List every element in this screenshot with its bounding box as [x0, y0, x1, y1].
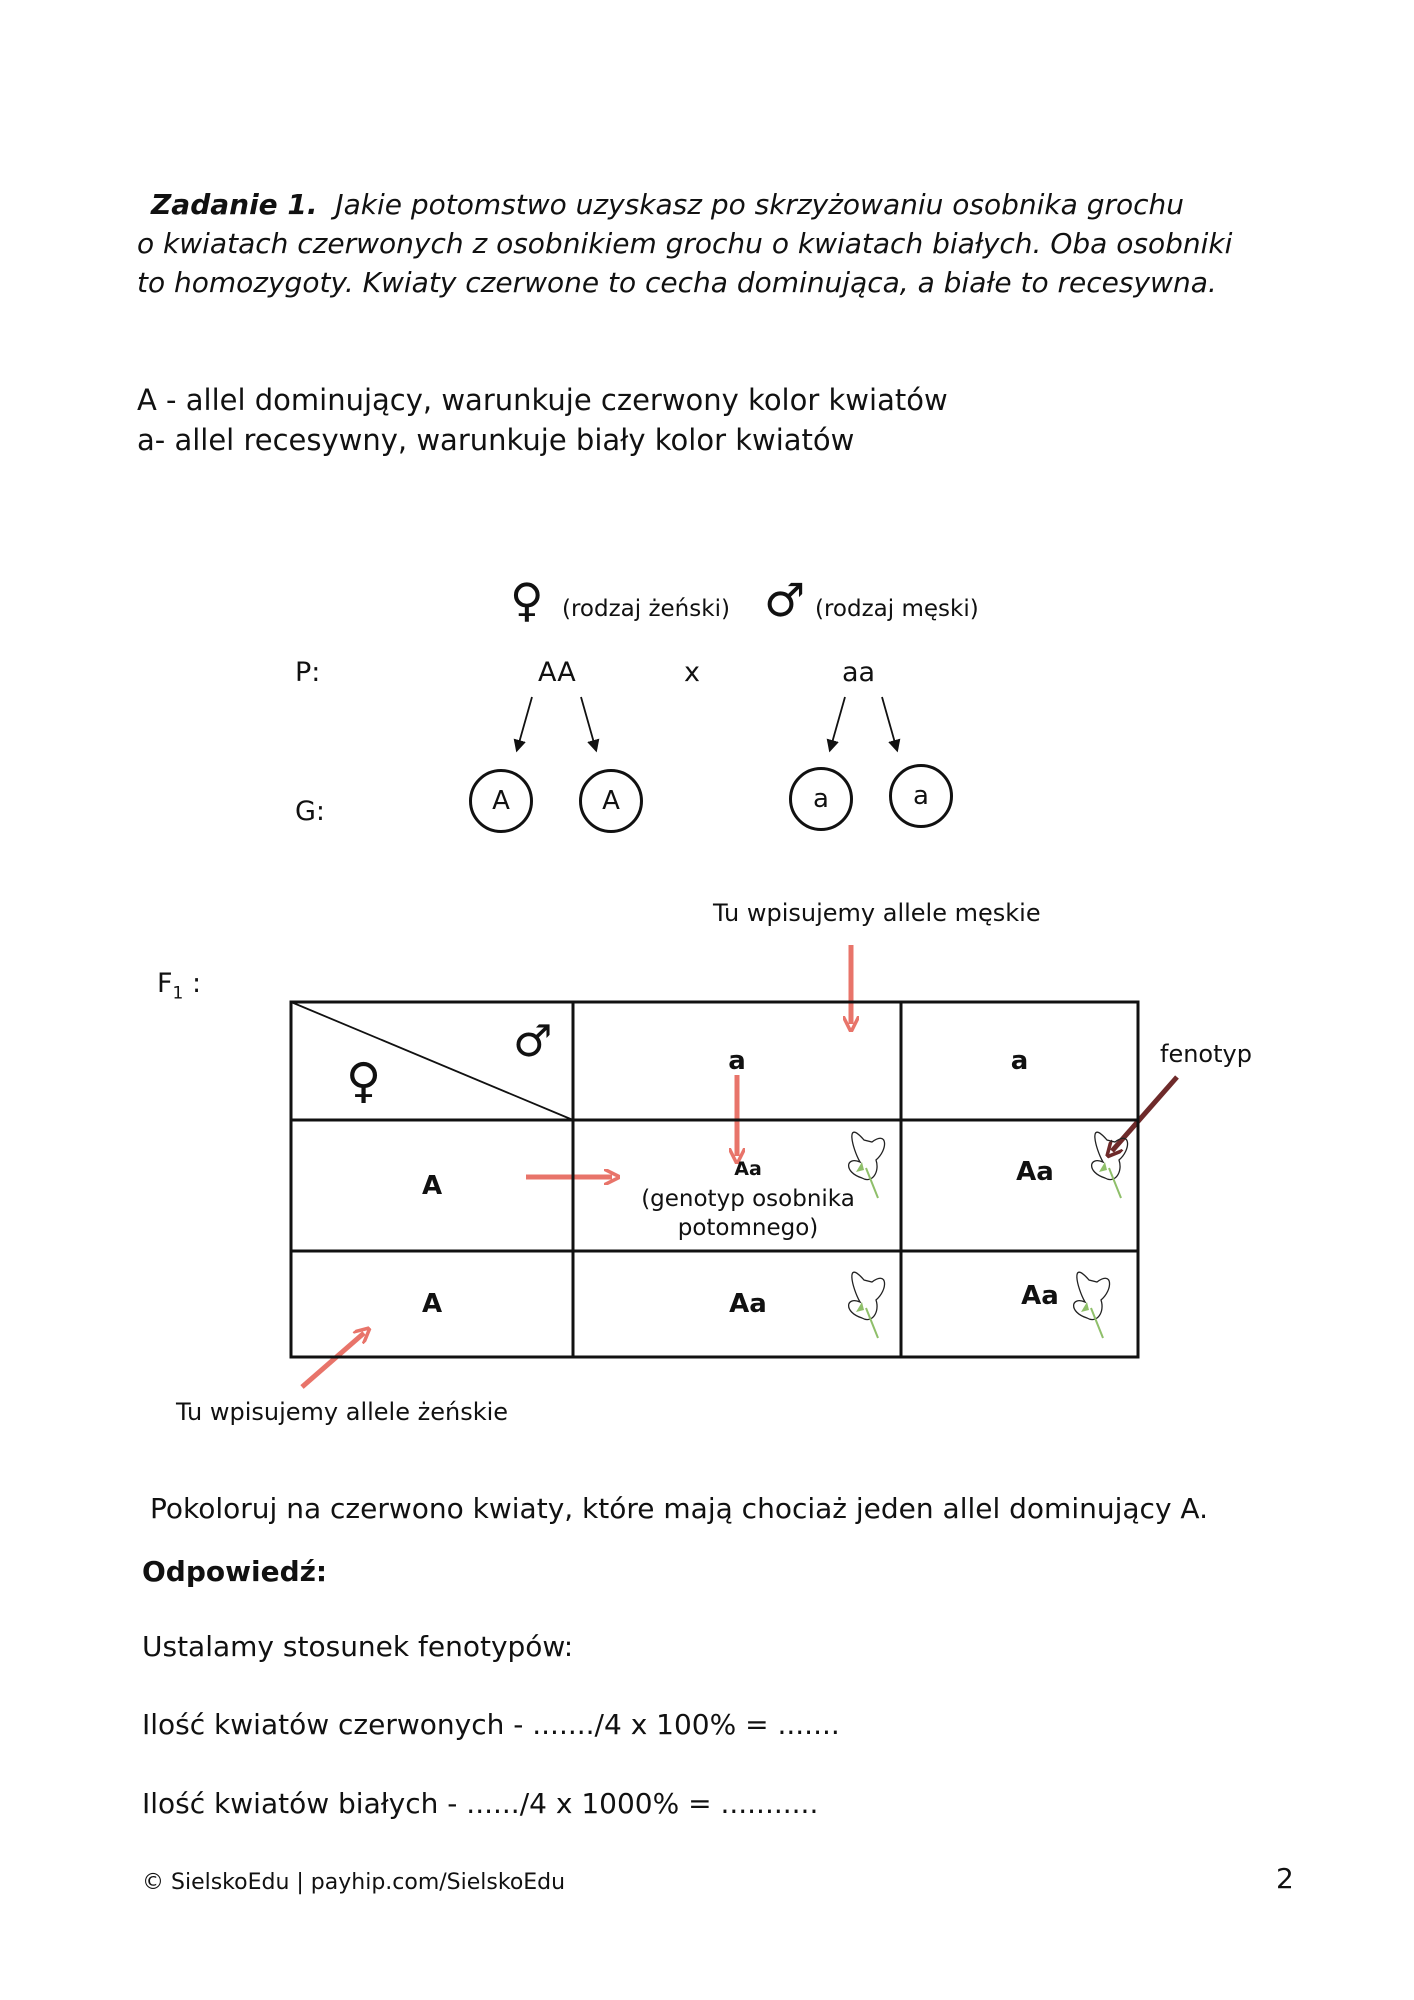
page-number: 2 — [1276, 1862, 1294, 1895]
coloring-instruction: Pokoloruj na czerwono kwiaty, które mają… — [150, 1492, 1208, 1525]
gamete-arrow — [881, 696, 901, 753]
phenotype-ratio-prompt: Ustalamy stosunek fenotypów: — [142, 1630, 574, 1663]
female-alleles-arrow — [300, 1333, 364, 1389]
female-parent-genotype: AA — [538, 657, 576, 688]
p-generation-label: P: — [295, 657, 321, 688]
column-header: a — [728, 1046, 746, 1076]
gamete-arrow — [580, 696, 600, 753]
g-generation-label: G: — [295, 796, 326, 827]
task-line-1: Jakie potomstwo uzyskasz po skrzyżowaniu… — [335, 188, 1184, 221]
female-symbol: ♀ — [510, 573, 544, 627]
gamete-arrow — [513, 696, 533, 753]
red-flowers-calculation: Ilość kwiatów czerwonych - ......./4 x 1… — [142, 1708, 840, 1741]
footer-copyright: © SielskoEdu | payhip.com/SielskoEdu — [142, 1870, 566, 1895]
answer-label: Odpowiedź: — [142, 1555, 328, 1588]
gamete-circle: a — [789, 767, 853, 831]
flower-icon — [1072, 1271, 1111, 1339]
task-text: Zadanie 1. Jakie potomstwo uzyskasz po s… — [137, 185, 1297, 302]
flower-icon — [1090, 1131, 1129, 1199]
recessive-allele-definition: a- allel recesywny, warunkuje biały kolo… — [137, 423, 855, 457]
white-flowers-calculation: Ilość kwiatów białych - ....../4 x 1000%… — [142, 1787, 819, 1820]
gamete-circle: A — [579, 769, 643, 833]
male-alleles-note: Tu wpisujemy allele męskie — [713, 899, 1041, 927]
punnett-cell: Aa — [734, 1158, 762, 1180]
punnett-cell: Aa — [729, 1289, 767, 1319]
task-label: Zadanie 1. — [151, 188, 318, 221]
dominant-allele-definition: A - allel dominujący, warunkuje czerwony… — [137, 383, 948, 417]
punnett-grid — [289, 1000, 1140, 1359]
flower-icon — [847, 1131, 886, 1199]
punnett-cell: Aa — [1021, 1281, 1059, 1311]
f1-label: F1 : — [157, 968, 202, 1004]
row-header: A — [421, 1289, 443, 1319]
flower-icon — [847, 1271, 886, 1339]
phenotype-note: fenotyp — [1160, 1040, 1252, 1068]
gamete-circle: a — [889, 764, 953, 828]
offspring-caption: (genotyp osobnika potomnego) — [641, 1186, 855, 1241]
punnett-cell: Aa — [1016, 1157, 1054, 1187]
female-label: (rodzaj żeński) — [562, 596, 730, 622]
gamete-arrow — [826, 696, 846, 753]
corner-male-symbol: ♂ — [513, 1016, 553, 1067]
column-header: a — [1010, 1046, 1029, 1076]
cross-sign: x — [684, 657, 700, 688]
corner-female-symbol: ♀ — [346, 1053, 382, 1109]
male-label: (rodzaj męski) — [815, 596, 979, 622]
task-line-3: to homozygoty. Kwiaty czerwone to cecha … — [137, 266, 1217, 299]
male-parent-genotype: aa — [842, 657, 876, 688]
gamete-circle: A — [469, 769, 533, 833]
female-alleles-note: Tu wpisujemy allele żeńskie — [176, 1398, 509, 1426]
allele-definitions: A - allel dominujący, warunkuje czerwony… — [137, 380, 948, 460]
male-symbol: ♂ — [764, 573, 806, 627]
row-header: A — [421, 1170, 443, 1201]
task-line-2: o kwiatach czerwonych z osobnikiem groch… — [137, 227, 1233, 260]
